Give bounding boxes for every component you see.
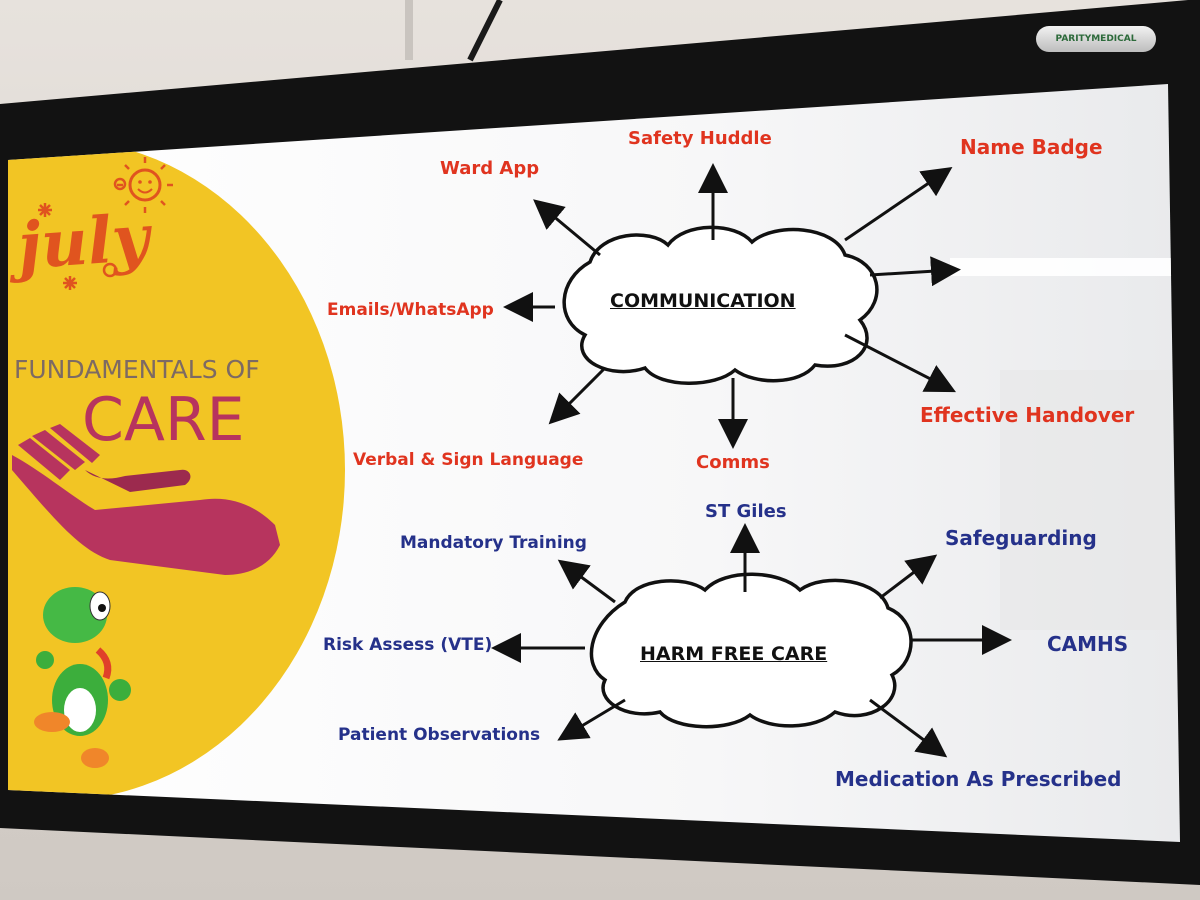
wall-pipe xyxy=(405,0,413,60)
harm-free-care-arrows xyxy=(491,523,1012,758)
sun-icon xyxy=(117,157,173,213)
fundamentals-heading: FUNDAMENTALS OF xyxy=(14,355,260,384)
harm-item-patient-observations: Patient Observations xyxy=(338,725,541,745)
harm-free-care-cloud xyxy=(589,572,913,729)
month-title: july xyxy=(15,200,152,285)
brand-logo: PARITYMEDICAL xyxy=(1036,26,1156,52)
reflection-shape xyxy=(1000,370,1170,630)
communication-item-emails-whatsapp: Emails/WhatsApp xyxy=(327,300,494,320)
communication-item-name-badge: Name Badge xyxy=(960,135,1103,159)
harm-item-mandatory-training: Mandatory Training xyxy=(400,533,587,553)
decoration-icon xyxy=(38,177,127,290)
communication-arrows xyxy=(503,163,961,449)
communication-item-comms: Comms xyxy=(696,452,770,473)
communication-title: COMMUNICATION xyxy=(610,290,796,312)
care-heading: CARE xyxy=(82,385,245,455)
hand-icon xyxy=(12,424,280,575)
harm-free-care-title: HARM FREE CARE xyxy=(640,643,828,665)
communication-item-effective-handover: Effective Handover xyxy=(920,403,1135,427)
cable xyxy=(467,0,503,62)
communication-item-verbal-sign-language: Verbal & Sign Language xyxy=(353,450,584,470)
light-reflection xyxy=(950,258,1175,276)
communication-item-safety-huddle: Safety Huddle xyxy=(628,128,772,149)
harm-item-st-giles: ST Giles xyxy=(705,501,787,522)
communication-item-ward-app: Ward App xyxy=(440,158,540,179)
harm-item-medication-as-prescribed: Medication As Prescribed xyxy=(835,767,1122,791)
harm-item-safeguarding: Safeguarding xyxy=(945,526,1097,550)
harm-item-risk-assess-vte: Risk Assess (VTE) xyxy=(323,635,493,655)
yoshi-character xyxy=(34,587,131,768)
harm-item-camhs: CAMHS xyxy=(1047,632,1129,656)
communication-cloud xyxy=(562,225,879,385)
